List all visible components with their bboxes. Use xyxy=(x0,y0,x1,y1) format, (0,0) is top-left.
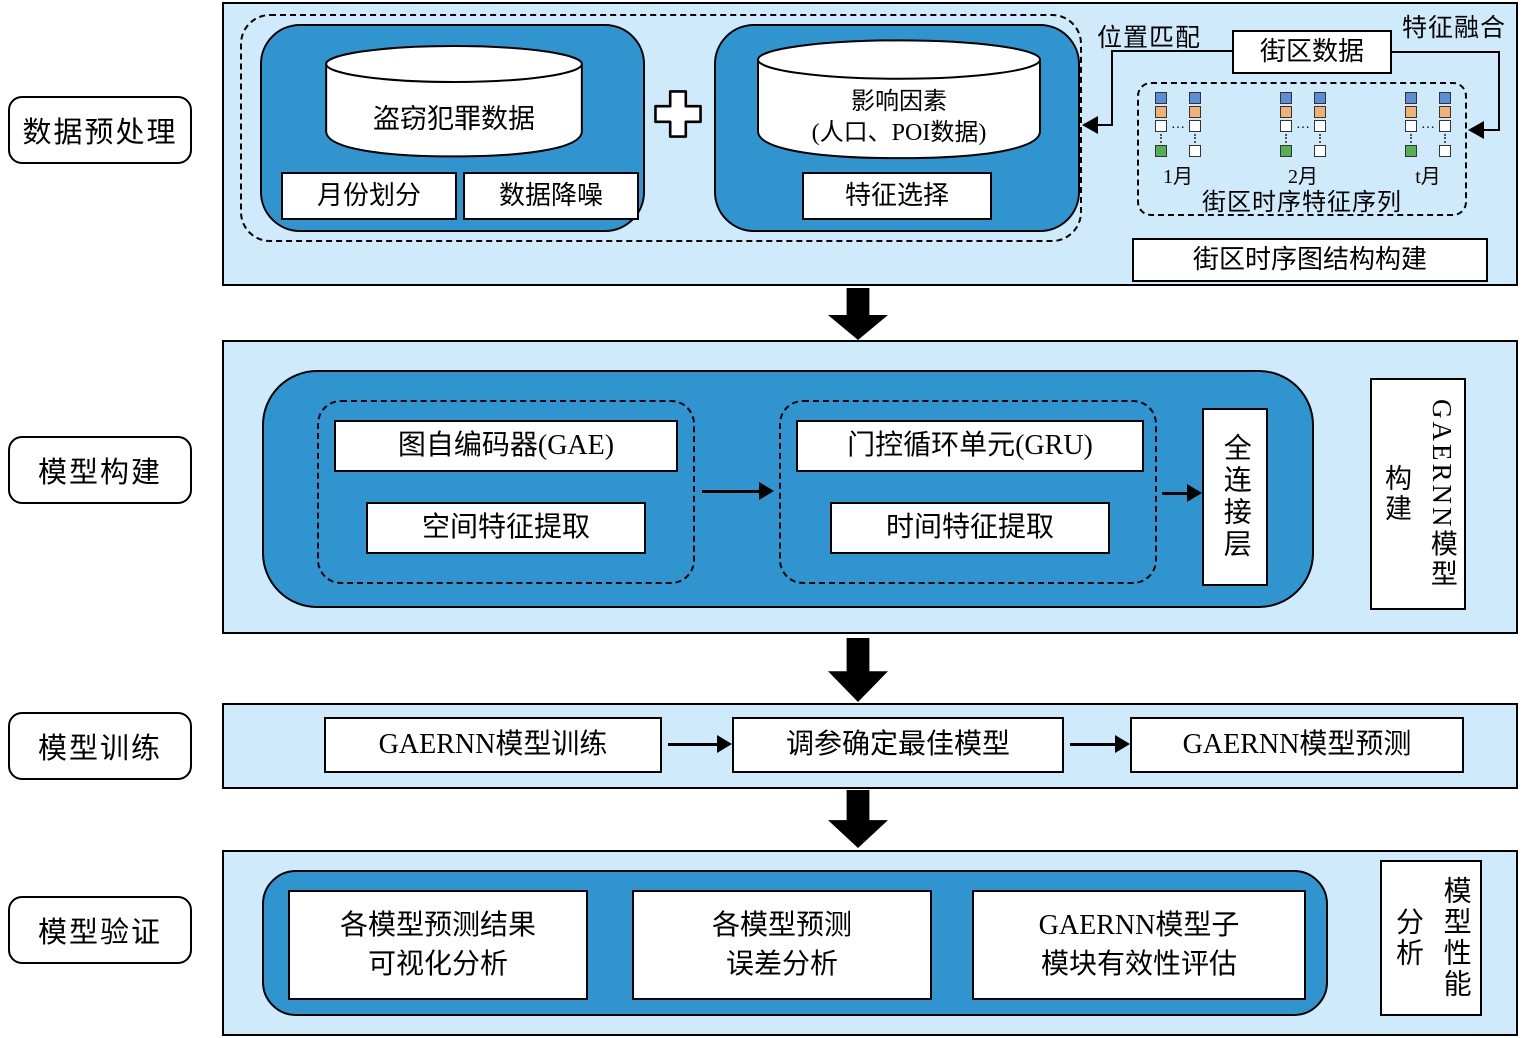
error-analysis-box: 各模型预测 误差分析 xyxy=(632,890,932,1000)
block-data-box: 街区数据 xyxy=(1232,30,1392,74)
performance-side-label: 模型性能 分析 xyxy=(1392,876,1471,1000)
gru-to-fc-arrow xyxy=(1162,484,1202,502)
position-match-arrowhead xyxy=(1082,116,1098,134)
position-match-label: 位置匹配 xyxy=(1097,25,1202,52)
panel-validation: 各模型预测结果 可视化分析 各模型预测 误差分析 GAERNN模型子 模块有效性… xyxy=(222,850,1518,1036)
spatial-feature-box: 空间特征提取 xyxy=(366,502,646,554)
gae-box: 图自编码器(GAE) xyxy=(334,420,678,472)
stage-label-preprocessing: 数据预处理 xyxy=(8,96,192,164)
stage-label-construction: 模型构建 xyxy=(8,436,192,504)
flow-arrow-down-3 xyxy=(828,790,888,848)
month-label: 1月 xyxy=(1163,166,1193,188)
visual-analysis-box: 各模型预测结果 可视化分析 xyxy=(288,890,588,1000)
sequence-dashed-box: … 1月 … 2月 … xyxy=(1137,82,1467,216)
gae-dashed-group: 图自编码器(GAE) 空间特征提取 xyxy=(317,400,695,584)
validation-core-block: 各模型预测结果 可视化分析 各模型预测 误差分析 GAERNN模型子 模块有效性… xyxy=(262,870,1328,1016)
feature-fusion-line xyxy=(1392,51,1500,53)
stage-label-training: 模型训练 xyxy=(8,712,192,780)
predict-box: GAERNN模型预测 xyxy=(1130,717,1464,773)
month-label: t月 xyxy=(1415,166,1441,188)
panel-construction: 图自编码器(GAE) 空间特征提取 门控循环单元(GRU) 时间特征提取 全连接… xyxy=(222,340,1518,634)
position-match-line xyxy=(1111,50,1113,126)
crime-database-cylinder: 盗窃犯罪数据 xyxy=(318,40,590,160)
panel-training: GAERNN模型训练 调参确定最佳模型 GAERNN模型预测 xyxy=(222,703,1518,789)
cylinder-shape-icon xyxy=(749,34,1049,162)
factors-block: 影响因素 (人口、POI数据) 特征选择 xyxy=(714,24,1080,232)
crime-data-block: 盗窃犯罪数据 月份划分 数据降噪 xyxy=(260,24,645,232)
tune-to-predict-arrow xyxy=(1070,735,1130,753)
gaernn-build-label: GAERNN模型 构建 xyxy=(1381,398,1457,590)
fc-layer-label: 全连接层 xyxy=(1219,433,1251,561)
feature-fusion-line xyxy=(1482,129,1500,131)
gru-box: 门控循环单元(GRU) xyxy=(796,420,1144,472)
gru-dashed-group: 门控循环单元(GRU) 时间特征提取 xyxy=(779,400,1157,584)
denoise-box: 数据降噪 xyxy=(463,172,639,220)
factors-database-cylinder: 影响因素 (人口、POI数据) xyxy=(749,34,1049,162)
fc-layer-box: 全连接层 xyxy=(1202,408,1268,586)
feature-fusion-arrowhead xyxy=(1468,121,1484,139)
month-group-2: … 2月 xyxy=(1280,92,1326,189)
train-to-tune-arrow xyxy=(668,735,732,753)
ellipsis: … xyxy=(1296,116,1310,132)
tune-box: 调参确定最佳模型 xyxy=(732,717,1064,773)
flow-arrow-down-2 xyxy=(828,638,888,702)
factors-db-label: 影响因素 (人口、POI数据) xyxy=(811,89,987,147)
month-feature-row: … 1月 … 2月 … xyxy=(1155,92,1451,189)
gae-to-gru-arrow xyxy=(702,482,774,500)
month-split-box: 月份划分 xyxy=(281,172,457,220)
ellipsis: … xyxy=(1171,116,1185,132)
sequence-label: 街区时序特征序列 xyxy=(1202,190,1402,216)
flow-arrow-down-1 xyxy=(828,288,888,340)
gaernn-build-side-box: GAERNN模型 构建 xyxy=(1370,378,1466,610)
ellipsis: … xyxy=(1421,116,1435,132)
month-group-1: … 1月 xyxy=(1155,92,1201,189)
month-label: 2月 xyxy=(1288,166,1318,188)
panel-preprocessing: 盗窃犯罪数据 月份划分 数据降噪 影响因素 (人口、POI数据) 特征选择 位置… xyxy=(222,2,1518,286)
position-match-line xyxy=(1096,124,1113,126)
train-box: GAERNN模型训练 xyxy=(324,717,662,773)
plus-icon xyxy=(652,88,704,140)
performance-side-box: 模型性能 分析 xyxy=(1380,860,1482,1016)
cylinder-shape-icon xyxy=(318,40,590,160)
month-group-t: … t月 xyxy=(1405,92,1451,189)
position-match-line xyxy=(1111,50,1232,52)
temporal-feature-box: 时间特征提取 xyxy=(830,502,1110,554)
feature-fusion-line xyxy=(1498,51,1500,131)
crime-db-label: 盗窃犯罪数据 xyxy=(373,103,535,134)
feature-select-box: 特征选择 xyxy=(802,172,992,220)
model-core-block: 图自编码器(GAE) 空间特征提取 门控循环单元(GRU) 时间特征提取 全连接… xyxy=(262,370,1314,608)
feature-fusion-label: 特征融合 xyxy=(1402,15,1507,42)
datasets-dashed-group xyxy=(240,14,1082,242)
stage-label-validation: 模型验证 xyxy=(8,896,192,964)
module-eval-box: GAERNN模型子 模块有效性评估 xyxy=(972,890,1306,1000)
graph-build-box: 街区时序图结构构建 xyxy=(1132,238,1488,282)
